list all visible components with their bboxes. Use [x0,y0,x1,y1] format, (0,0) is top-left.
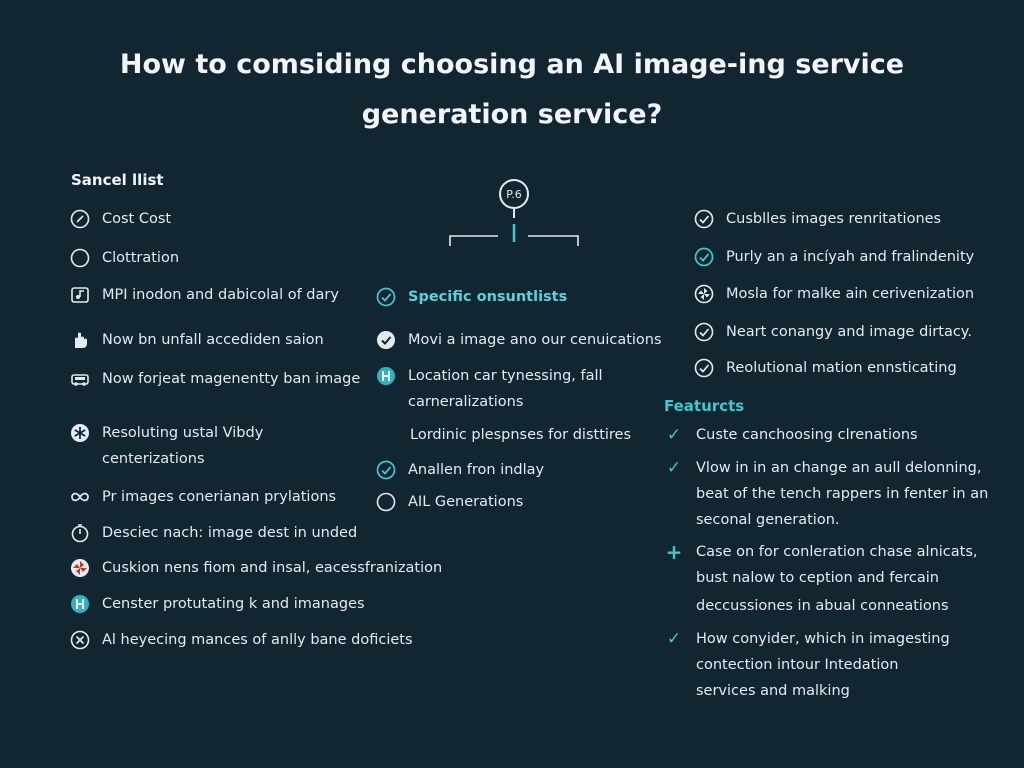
page-title: How to comsiding choosing an AI image-in… [0,40,1024,140]
check-circle-icon [692,206,716,232]
left-item: Censter protutating k and imanages [68,591,365,617]
check-circle-teal-icon [692,244,716,270]
right-item: Neart conangy and image dirtacy. [692,319,972,345]
pinwheel-icon [692,281,716,307]
left-item: Al heyecing mances of anlly bane doficie… [68,627,413,653]
car-icon [68,366,92,392]
title-line-2: generation service? [361,99,663,130]
left-item: Now bn unfall accediden saion [68,327,324,353]
check-filled-icon [374,327,398,353]
left-item: MPI inodon and dabicolal of dary [68,282,339,308]
left-column: Sancel llist Cost Cost Clottration MPI i… [68,170,442,650]
middle-item: Specific onsuntlists [374,284,567,310]
left-item: Pr images conerianan prylations [68,484,336,510]
tick-icon: ✓ [666,425,682,445]
tick-icon: ✓ [666,629,682,649]
left-heading: Sancel llist [71,171,164,189]
check-circle-teal-icon [374,284,398,310]
right-item: Mosla for malke ain cerivenization [692,281,974,307]
check-circle-teal-icon [374,457,398,483]
feature-item: ✓ How conyider, which in imagesting cont… [662,626,950,704]
title-line-1: How to comsiding choosing an AI image-in… [119,49,905,80]
circle-icon [68,245,92,271]
middle-item: Movi a image ano our cenuications [374,327,662,353]
hand-icon [68,327,92,353]
music-icon [68,282,92,308]
right-item: Purly an a incíyah and fralindenity [692,244,974,270]
check-circle-icon [692,355,716,381]
right-item: Reolutional mation ennsticating [692,355,957,381]
diagram-node-label: P.6 [506,188,521,201]
left-item: Desciec nach: image dest in unded [68,520,357,546]
feature-item: + Case on for conleration chase alnicats… [662,539,978,619]
left-item: Cost Cost [68,206,171,232]
flow-diagram: P.6 [449,179,579,246]
check-circle-icon [68,206,92,232]
middle-item: AIL Generations [374,489,523,515]
plus-icon: + [665,540,683,564]
timer-icon [68,520,92,546]
tick-icon: ✓ [666,458,682,478]
feature-item: ✓ Vlow in in an change an aull delonning… [662,455,988,533]
feature-item: ✓ Custe canchoosing clrenations [662,422,918,448]
right-item: Cusblles images renritationes [692,206,941,232]
asterisk-icon [68,420,92,446]
left-item: Cuskion nens fiom and insal, eacessfrani… [68,555,442,581]
left-item: Clottration [68,245,179,271]
check-circle-icon [692,319,716,345]
middle-item: Lordinic plespnses for disttires [410,427,632,443]
middle-item: Anallen fron indlay [374,457,544,483]
pinwheel-icon [68,555,92,581]
infinity-icon [68,484,92,510]
teal-badge-icon [68,591,92,617]
x-circle-icon [68,627,92,653]
teal-badge-icon [374,363,398,389]
features-heading: Featurcts [664,397,745,415]
circle-icon [374,489,398,515]
left-item: Now forjeat magenentty ban image [68,366,360,392]
